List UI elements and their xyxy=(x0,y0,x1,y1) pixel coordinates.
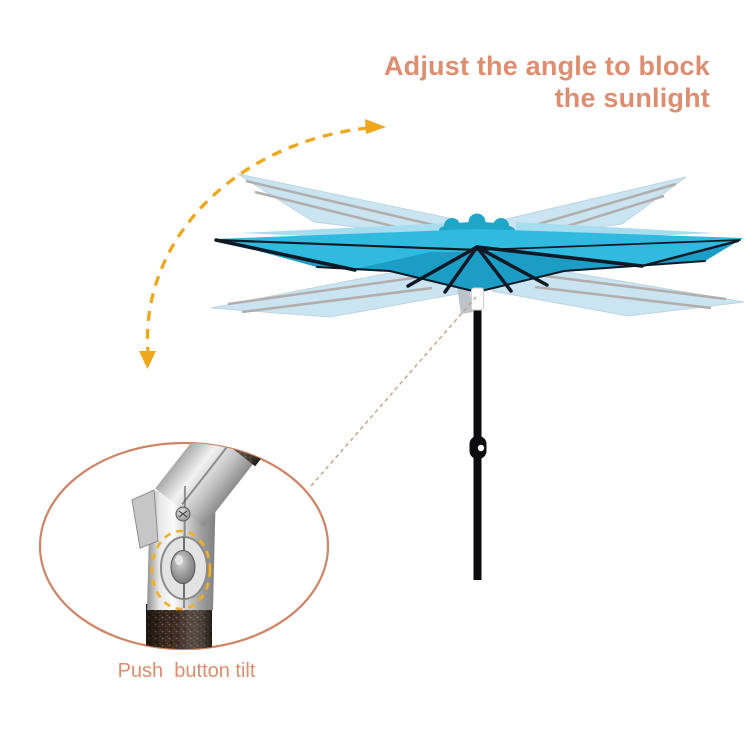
push-button xyxy=(160,536,208,600)
canopy-solid xyxy=(214,229,743,294)
screw xyxy=(175,506,191,522)
button-highlight-icon xyxy=(150,529,212,611)
headline-line1: Adjust the angle to block xyxy=(383,51,710,81)
inset-caption: Push button tilt xyxy=(117,660,256,682)
tilt-joint xyxy=(471,287,484,311)
inset-circle xyxy=(38,441,330,651)
umbrella-pole xyxy=(473,232,482,580)
connector-line xyxy=(310,296,477,487)
canopy-ghost-tilted-up xyxy=(237,173,687,239)
canopy-ribs xyxy=(214,238,741,294)
lower-pole-bronze xyxy=(146,604,212,649)
headline-line2: the sunlight xyxy=(554,82,710,113)
tilt-arc-arrow-icon xyxy=(139,119,386,369)
headline: Adjust the angle to block the sunlight xyxy=(384,51,710,115)
hinge-flap xyxy=(131,489,159,549)
crank-handle xyxy=(469,436,487,459)
